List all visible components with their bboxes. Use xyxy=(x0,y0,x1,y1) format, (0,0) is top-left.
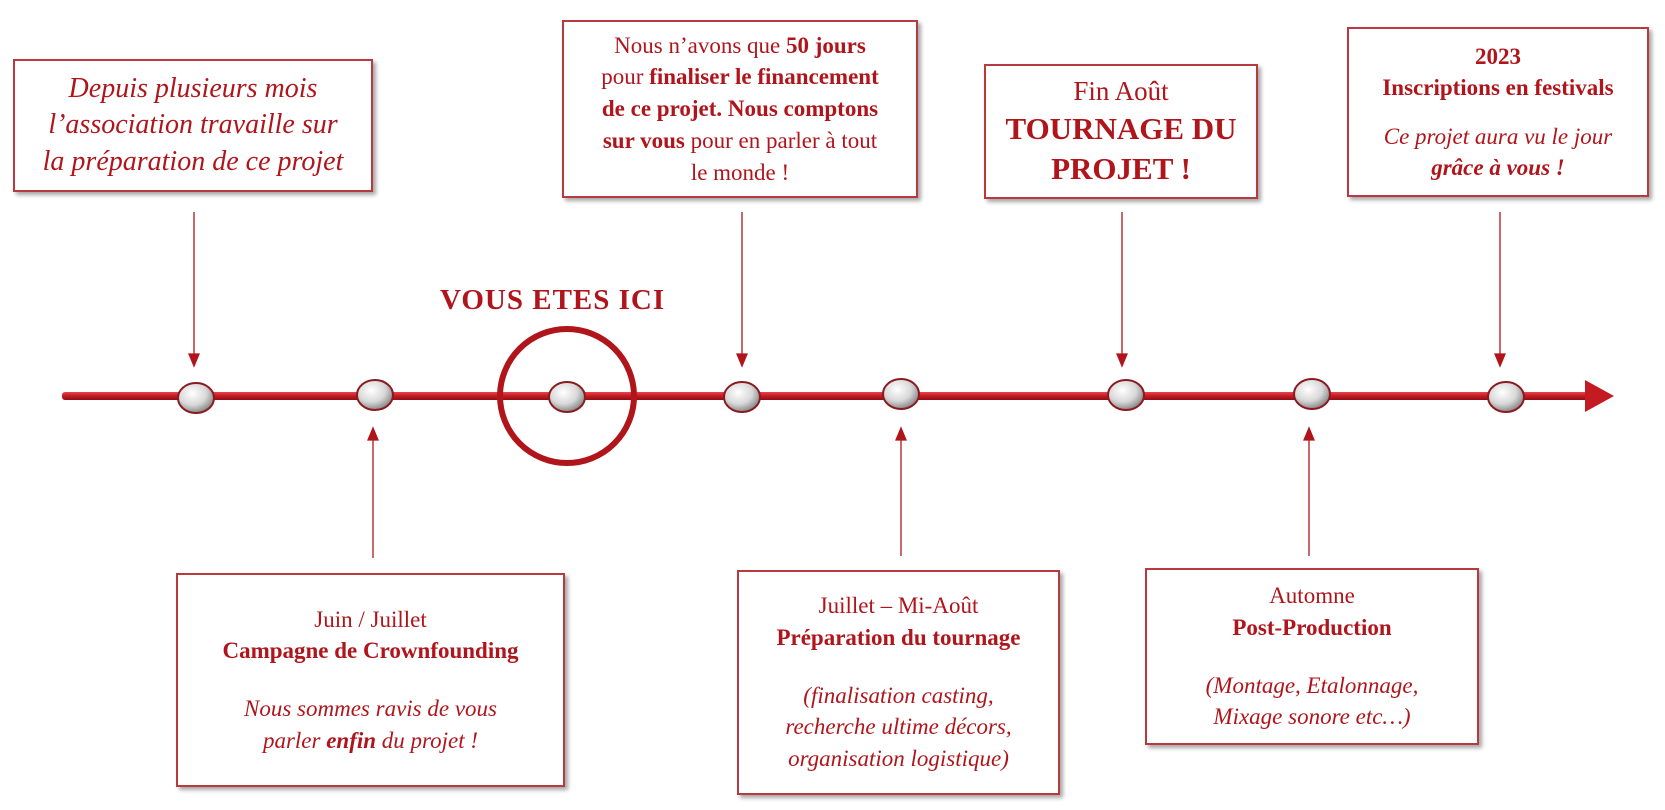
box-line: pour finaliser le financement xyxy=(601,64,879,90)
milestone-node xyxy=(1487,381,1525,413)
timeline-arrowhead xyxy=(1585,380,1614,412)
box-note: (Montage, Etalonnage, xyxy=(1205,672,1419,698)
milestone-box-preproduction: Juillet – Mi-Août Préparation du tournag… xyxy=(737,570,1060,795)
box-line: la préparation de ce projet xyxy=(42,145,344,177)
box-title: Post-Production xyxy=(1232,614,1392,640)
box-title: Campagne de Crownfounding xyxy=(222,638,519,664)
milestone-box-funding: Nous n’avons que 50 jours pour finaliser… xyxy=(562,20,918,198)
box-note: recherche ultime décors, xyxy=(785,714,1012,740)
milestone-node xyxy=(356,379,394,411)
box-line: Nous n’avons que 50 jours xyxy=(614,32,866,58)
box-line: 2023 xyxy=(1475,43,1521,69)
box-line: de ce projet. Nous comptons xyxy=(601,96,879,122)
box-line: PROJET ! xyxy=(1051,151,1191,187)
milestone-box-festivals: 2023 Inscriptions en festivals Ce projet… xyxy=(1347,27,1649,197)
box-line: TOURNAGE DU xyxy=(1005,110,1237,146)
milestone-node xyxy=(1293,378,1331,410)
box-date: Juillet – Mi-Août xyxy=(818,593,979,619)
box-line: Depuis plusieurs mois xyxy=(68,72,318,104)
box-line: Ce projet aura vu le jour xyxy=(1383,124,1613,149)
milestone-node xyxy=(723,381,761,413)
box-line: Inscriptions en festivals xyxy=(1382,74,1614,100)
box-line: le monde ! xyxy=(690,159,790,185)
current-position-circle xyxy=(497,326,637,466)
milestone-node xyxy=(1107,379,1145,411)
box-note: (finalisation casting, xyxy=(803,682,994,708)
timeline-line xyxy=(62,392,1592,400)
box-line: l’association travaille sur xyxy=(48,109,338,141)
box-date: Juin / Juillet xyxy=(314,606,427,632)
box-title: Préparation du tournage xyxy=(776,624,1021,650)
box-date: Automne xyxy=(1269,583,1355,609)
box-note: Mixage sonore etc…) xyxy=(1213,704,1411,730)
milestone-node xyxy=(882,378,920,410)
box-note: parler enfin du projet ! xyxy=(262,727,479,753)
box-line: sur vous pour en parler à tout xyxy=(602,127,878,153)
milestone-nodes xyxy=(177,378,1525,414)
milestone-box-postproduction: Automne Post-Production (Montage, Etalon… xyxy=(1145,568,1479,745)
milestone-box-shooting: Fin Août TOURNAGE DU PROJET ! xyxy=(984,64,1258,199)
milestone-box-campaign: Juin / Juillet Campagne de Crownfounding… xyxy=(176,573,565,787)
connector-arrows xyxy=(188,212,1506,558)
box-note: Nous sommes ravis de vous xyxy=(244,696,497,721)
milestone-box-preparation: Depuis plusieurs mois l’association trav… xyxy=(13,59,373,192)
milestone-node xyxy=(177,382,215,414)
milestone-node xyxy=(548,381,586,413)
box-note: organisation logistique) xyxy=(788,746,1009,772)
box-line: Fin Août xyxy=(1073,75,1169,106)
you-are-here-label: VOUS ETES ICI xyxy=(440,284,666,316)
box-line: grâce à vous ! xyxy=(1431,155,1565,181)
